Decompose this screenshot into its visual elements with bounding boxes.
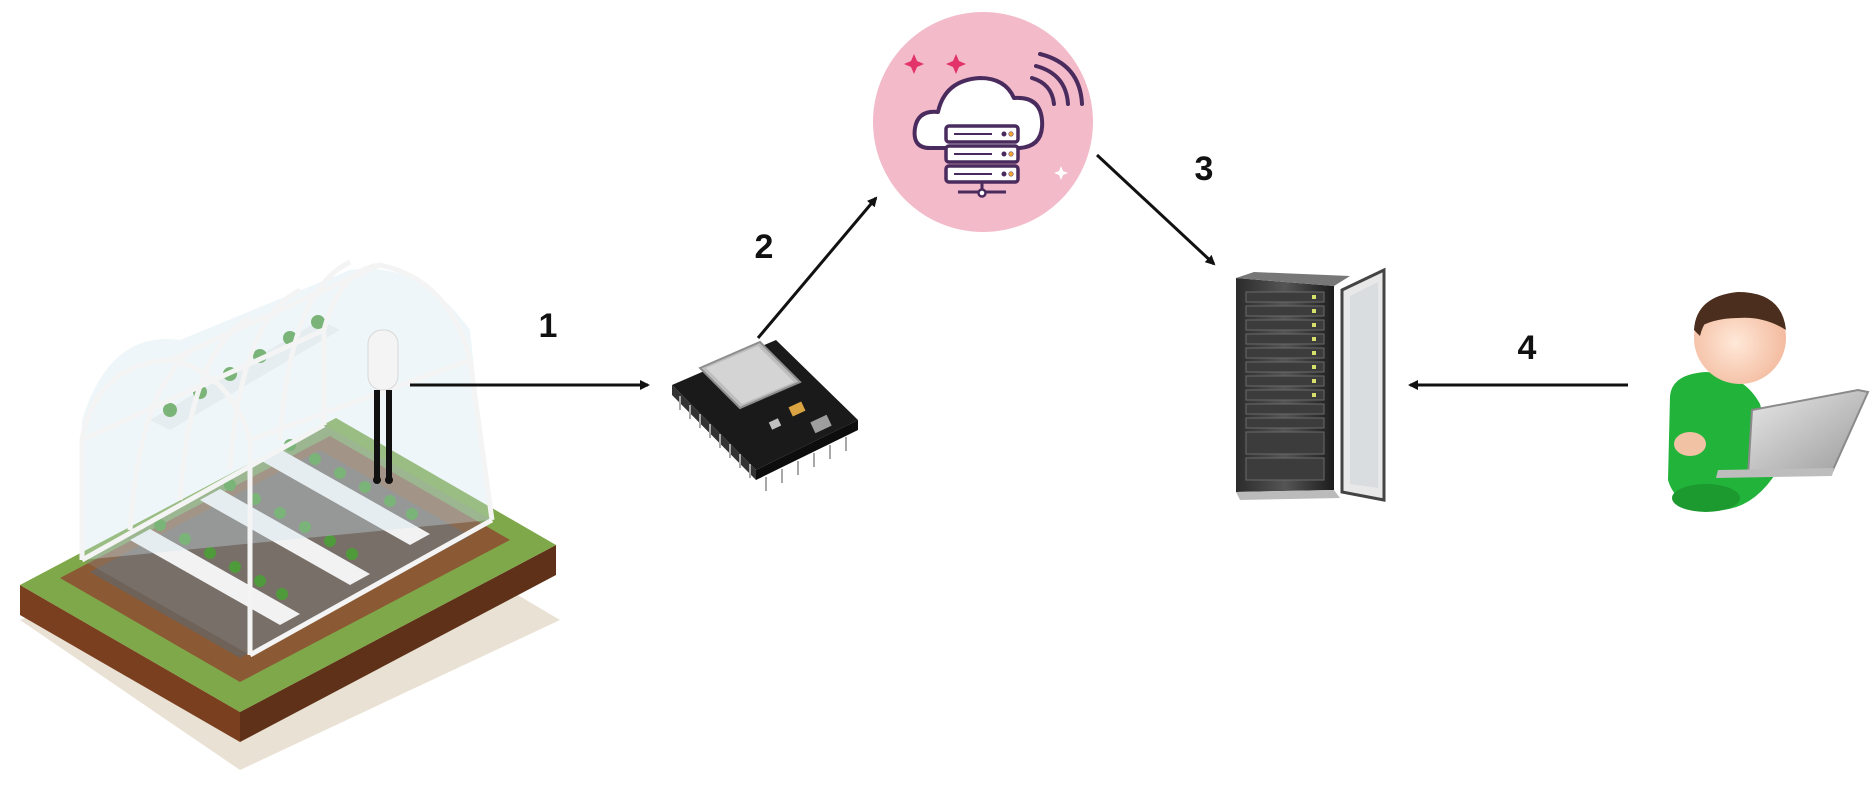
step-label-4: 4	[1518, 329, 1537, 367]
arrow-2	[756, 196, 878, 339]
step-label-3: 3	[1195, 150, 1214, 188]
soil-sensor-icon	[367, 329, 399, 484]
sparkle-icons	[904, 54, 966, 74]
arrow-3	[1095, 153, 1216, 266]
step-label-2: 2	[755, 228, 774, 266]
server-rack-icon	[1236, 267, 1386, 502]
greenhouse-with-sensor-icon	[20, 259, 560, 770]
user-with-laptop-icon	[1668, 292, 1870, 512]
flow-arrows	[410, 153, 1628, 390]
cloud-server-icon	[873, 12, 1093, 232]
esp32-board-icon	[672, 340, 858, 491]
step-label-1: 1	[539, 307, 558, 345]
